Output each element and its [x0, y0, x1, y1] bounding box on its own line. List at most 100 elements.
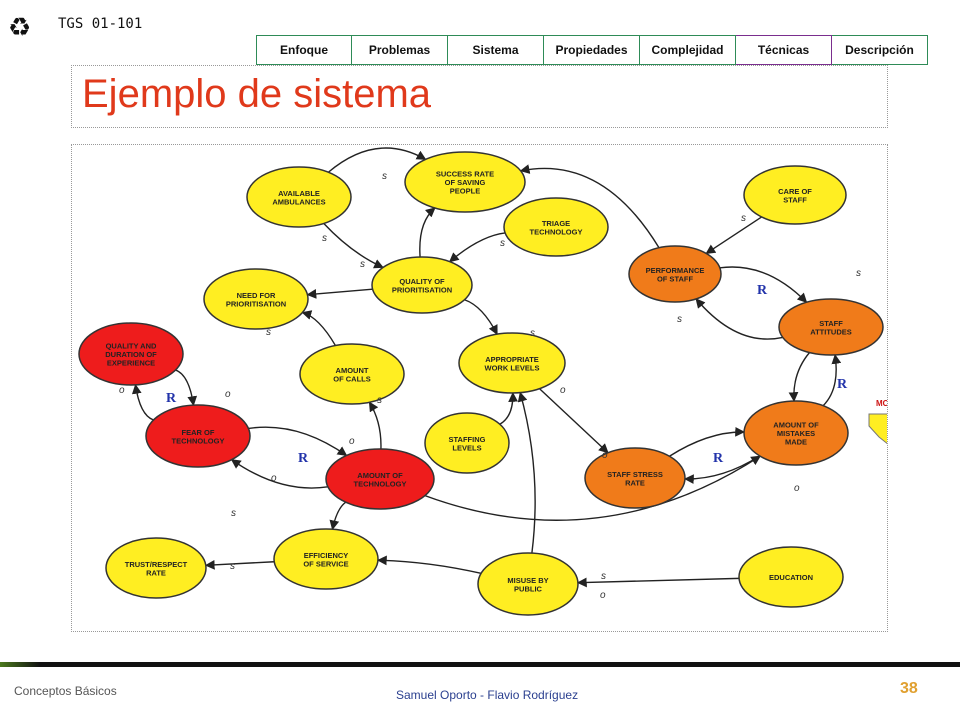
polarity-sign: o [349, 436, 355, 447]
diagram-node-shape [246, 166, 352, 228]
diagram-node-label: QUALITY OF [399, 277, 445, 286]
diagram-node-label: WORK LEVELS [484, 363, 539, 372]
diagram-node-label: MISUSE BY [507, 576, 548, 585]
diagram-edge-mistakes-to-attitudes [822, 353, 842, 407]
polarity-sign: s [377, 395, 382, 406]
diagram-edges [131, 147, 842, 588]
diagram-node-label: EFFICIENCY [304, 551, 349, 560]
diagram-node-label: AVAILABLE [278, 189, 320, 198]
diagram-edge-ambulances-to-success [327, 147, 427, 173]
diagram-node-label: DURATION OF [105, 350, 157, 359]
diagram-node-label: ATTITUDES [810, 327, 852, 336]
polarity-sign: o [271, 473, 277, 484]
diagram-node-shape [458, 332, 566, 394]
diagram-node-shape [743, 165, 847, 225]
polarity-sign: o [119, 385, 125, 396]
diagram-node-label: STAFFING [449, 435, 486, 444]
diagram-node-shape [273, 528, 379, 590]
polarity-sign: s [266, 327, 271, 338]
diagram-node-shape [105, 537, 207, 599]
tab-tecnicas[interactable]: Técnicas [736, 35, 832, 65]
polarity-sign: s [530, 328, 535, 339]
tab-problemas[interactable]: Problemas [352, 35, 448, 65]
diagram-edge-work-to-stress [538, 388, 609, 454]
footer-divider-accent [0, 662, 40, 667]
diagram-node-label: NEED FOR [237, 291, 276, 300]
polarity-sign: s [382, 171, 387, 182]
diagram-edge-attitudes-to-performance [695, 298, 783, 340]
diagram-node-label: OF SERVICE [303, 559, 348, 568]
polarity-sign: o [794, 483, 800, 494]
polarity-sign: o [560, 385, 566, 396]
tab-propiedades[interactable]: Propiedades [544, 35, 640, 65]
tab-complejidad[interactable]: Complejidad [640, 35, 736, 65]
polarity-sign: s [230, 561, 235, 572]
diagram-node-label: RATE [625, 478, 645, 487]
partial-callout-arrow [868, 413, 887, 445]
diagram-edge-efficiency-to-trust [204, 560, 275, 570]
diagram-edge-tech-to-efficiency [329, 501, 347, 531]
diagram-node-label: AMOUNT OF [357, 471, 403, 480]
diagram-edge-staffing-to-work [499, 392, 518, 425]
polarity-sign: s [741, 213, 746, 224]
polarity-sign: s [601, 571, 606, 582]
diagram-node-shape [371, 256, 473, 314]
diagram-edge-quality_prio-to-need [306, 288, 373, 299]
footer-authors: Samuel Oporto - Flavio Rodríguez [396, 688, 579, 702]
tab-enfoque[interactable]: Enfoque [256, 35, 352, 65]
diagram-node-label: PUBLIC [514, 584, 543, 593]
diagram-edge-quality_exp-to-fear [175, 369, 198, 407]
diagram-node-label: EDUCATION [769, 573, 813, 582]
loop-marker: R [166, 391, 177, 406]
diagram-node-shape [743, 400, 849, 466]
diagram-edge-performance-to-success [519, 164, 660, 249]
diagram-edge-quality_prio-to-work [464, 299, 498, 336]
diagram-node-label: TECHNOLOGY [172, 436, 225, 445]
polarity-sign: o [600, 590, 606, 601]
diagram-node-shape [404, 151, 526, 213]
diagram-node-label: PEOPLE [450, 187, 480, 196]
diagram-edge-fear-to-quality_exp [131, 383, 154, 421]
diagram-node-label: OF SAVING [445, 178, 486, 187]
loop-marker: R [757, 283, 768, 298]
polarity-sign: s [856, 268, 861, 279]
diagram-node-label: STAFF [783, 195, 807, 204]
diagram-node-label: AMOUNT [336, 366, 369, 375]
diagram-node-label: PRIORITISATION [392, 285, 452, 294]
diagram-node-label: TRUST/RESPECT [125, 560, 188, 569]
polarity-sign: s [500, 238, 505, 249]
diagram-node-shape [203, 268, 309, 330]
diagram-edge-tech-to-fear [230, 459, 328, 489]
loop-marker: R [298, 451, 309, 466]
recycle-icon: ♻ [8, 13, 32, 43]
diagram-edge-tech-to-mistakes [424, 455, 761, 521]
diagram-edge-misuse-to-work [517, 391, 536, 554]
tab-descripcion[interactable]: Descripción [832, 35, 928, 65]
diagram-edge-care-to-performance [705, 216, 763, 255]
tab-sistema[interactable]: Sistema [448, 35, 544, 65]
diagram-node-label: STAFF STRESS [607, 470, 663, 479]
diagram-node-shape [299, 343, 405, 405]
diagram-edge-performance-to-attitudes [719, 266, 808, 303]
diagram-edge-misuse-to-efficiency [376, 555, 482, 575]
polarity-sign: o [602, 450, 608, 461]
diagram-node-label: STAFF [819, 319, 843, 328]
diagram-edge-ambulances-to-quality_prio [323, 222, 384, 269]
diagram-edge-triage-to-quality_prio [448, 232, 506, 263]
